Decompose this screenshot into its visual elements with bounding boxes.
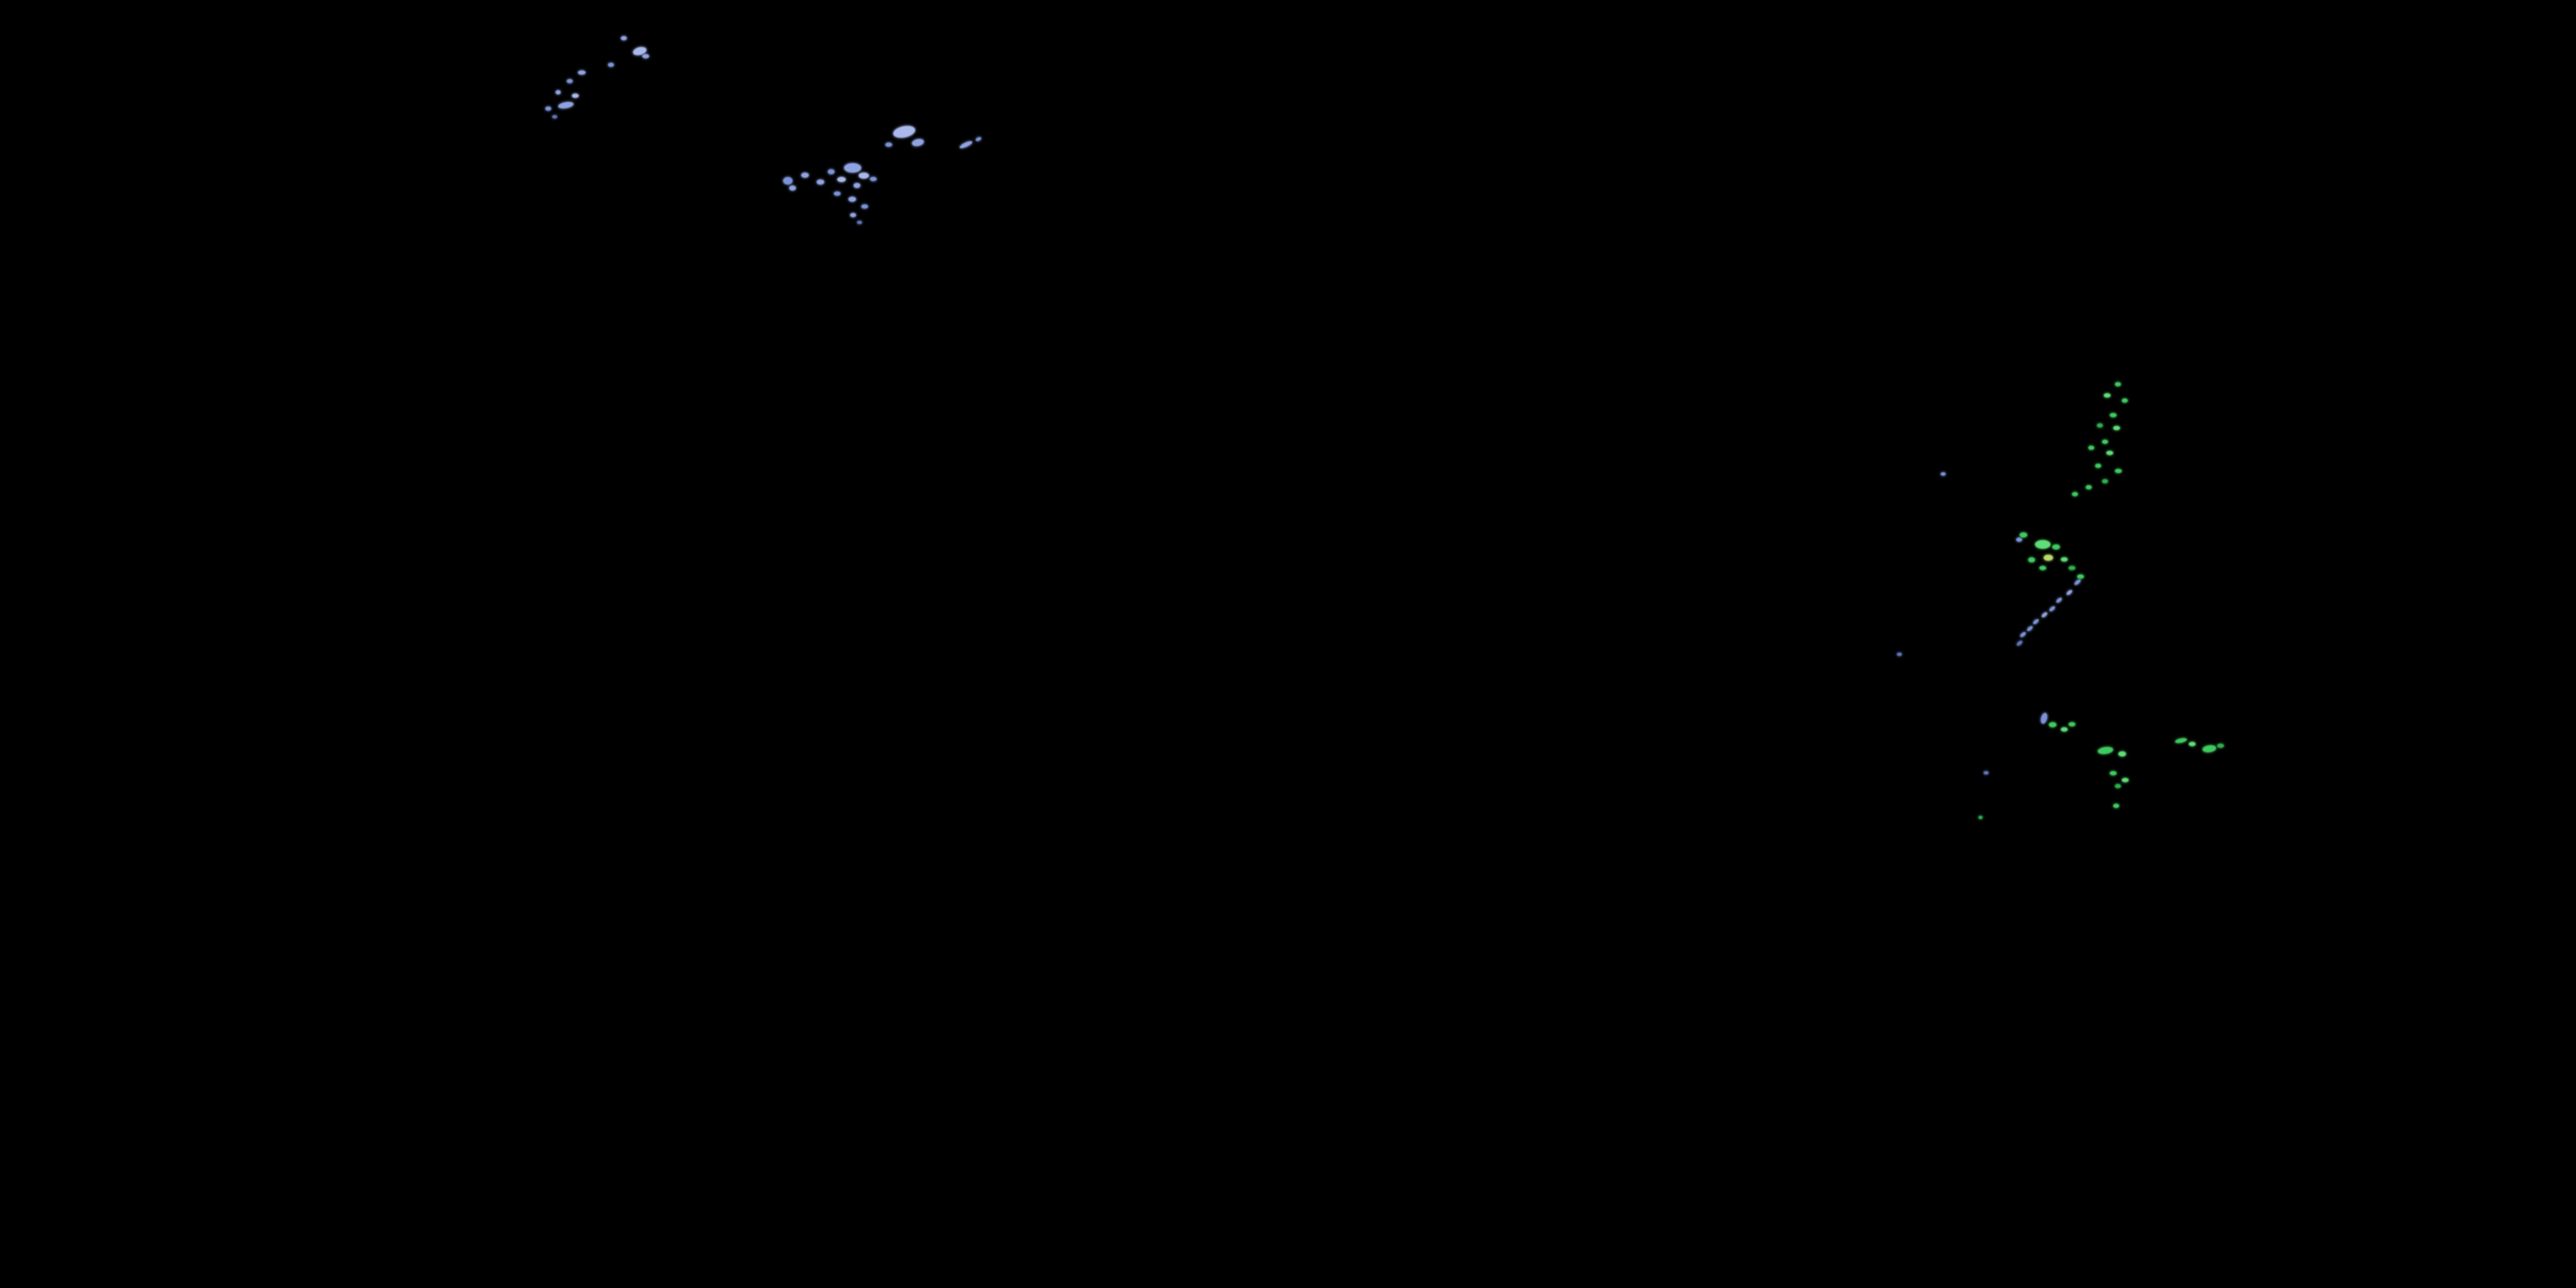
green-light-speck bbox=[2122, 778, 2129, 782]
blue-light-speck bbox=[2055, 596, 2063, 605]
green-light-speck bbox=[2077, 574, 2084, 579]
blue-light-speck bbox=[567, 79, 573, 83]
blue-light-speck bbox=[854, 183, 860, 188]
green-light-speck bbox=[2102, 440, 2108, 444]
blue-light-speck bbox=[891, 124, 917, 140]
green-light-speck bbox=[2072, 492, 2078, 496]
blue-light-speck bbox=[837, 177, 846, 182]
blue-light-speck bbox=[834, 191, 841, 196]
blue-light-speck bbox=[2032, 617, 2040, 626]
blue-light-speck bbox=[578, 70, 586, 75]
blue-light-speck bbox=[2026, 624, 2034, 633]
blue-light-speck bbox=[2048, 605, 2057, 613]
green-light-speck bbox=[2118, 751, 2126, 756]
blue-light-speck bbox=[859, 173, 869, 179]
green-light-speck bbox=[2113, 426, 2120, 430]
blue-light-speck bbox=[557, 100, 574, 110]
green-light-speck bbox=[2106, 451, 2113, 455]
green-light-speck bbox=[2110, 413, 2117, 417]
green-light-speck bbox=[2049, 722, 2057, 727]
green-light-speck bbox=[2122, 398, 2128, 403]
blue-light-speck bbox=[870, 177, 877, 181]
blue-light-speck bbox=[789, 185, 796, 191]
green-light-speck bbox=[2020, 532, 2027, 538]
blue-light-speck bbox=[552, 115, 557, 118]
blue-light-speck bbox=[2040, 611, 2049, 619]
blue-light-speck bbox=[848, 197, 856, 202]
blue-light-speck bbox=[817, 179, 824, 185]
blue-light-speck bbox=[642, 54, 649, 58]
blue-light-speck bbox=[608, 63, 614, 67]
green-light-speck bbox=[2095, 464, 2101, 468]
green-light-speck bbox=[2189, 742, 2196, 746]
green-light-speck bbox=[2174, 737, 2188, 744]
green-light-speck bbox=[2069, 566, 2075, 570]
green-light-speck bbox=[2061, 727, 2068, 732]
green-light-speck bbox=[2069, 722, 2075, 726]
green-light-speck bbox=[2102, 479, 2108, 483]
blue-light-speck bbox=[844, 163, 861, 173]
blue-light-speck bbox=[2065, 588, 2074, 597]
green-light-speck bbox=[2115, 784, 2121, 788]
green-light-speck bbox=[2110, 771, 2117, 775]
green-light-speck bbox=[2115, 469, 2122, 473]
blue-light-speck bbox=[975, 136, 982, 143]
green-light-speck bbox=[2202, 744, 2217, 754]
green-light-speck bbox=[2061, 557, 2068, 562]
green-light-speck bbox=[2086, 485, 2092, 489]
green-light-speck bbox=[2039, 566, 2046, 570]
green-light-speck bbox=[2104, 393, 2111, 398]
yellow-green-light-speck bbox=[2044, 555, 2053, 561]
blue-light-speck bbox=[572, 94, 579, 98]
blue-light-speck bbox=[2019, 630, 2027, 639]
green-light-speck bbox=[2115, 382, 2121, 386]
green-light-speck bbox=[2113, 804, 2119, 808]
blue-light-speck bbox=[885, 143, 892, 147]
blue-light-speck bbox=[1897, 653, 1902, 656]
blue-light-speck bbox=[828, 169, 835, 174]
green-light-speck bbox=[2035, 540, 2050, 549]
green-light-speck bbox=[2052, 544, 2060, 550]
blue-light-speck bbox=[958, 139, 974, 150]
blue-light-speck bbox=[545, 106, 551, 111]
green-light-speck bbox=[1978, 816, 1983, 819]
blue-light-speck bbox=[1984, 771, 1989, 775]
blue-light-speck bbox=[2039, 712, 2049, 725]
green-light-speck bbox=[2028, 557, 2035, 562]
blue-light-speck bbox=[1941, 472, 1946, 476]
blue-light-speck bbox=[2015, 639, 2024, 647]
blue-light-speck bbox=[801, 173, 809, 178]
blue-light-speck bbox=[861, 204, 868, 209]
blue-light-speck bbox=[621, 36, 627, 40]
blue-light-speck bbox=[857, 221, 862, 224]
green-light-speck bbox=[2217, 744, 2224, 748]
green-light-speck bbox=[2097, 745, 2114, 756]
blue-light-speck bbox=[850, 213, 856, 217]
green-light-speck bbox=[2088, 446, 2094, 450]
blue-light-speck bbox=[2073, 578, 2082, 586]
blue-light-speck bbox=[2016, 538, 2022, 542]
green-light-speck bbox=[2097, 423, 2103, 428]
blue-light-speck bbox=[556, 90, 561, 94]
blue-light-speck bbox=[911, 137, 925, 148]
blue-light-speck bbox=[783, 177, 793, 185]
